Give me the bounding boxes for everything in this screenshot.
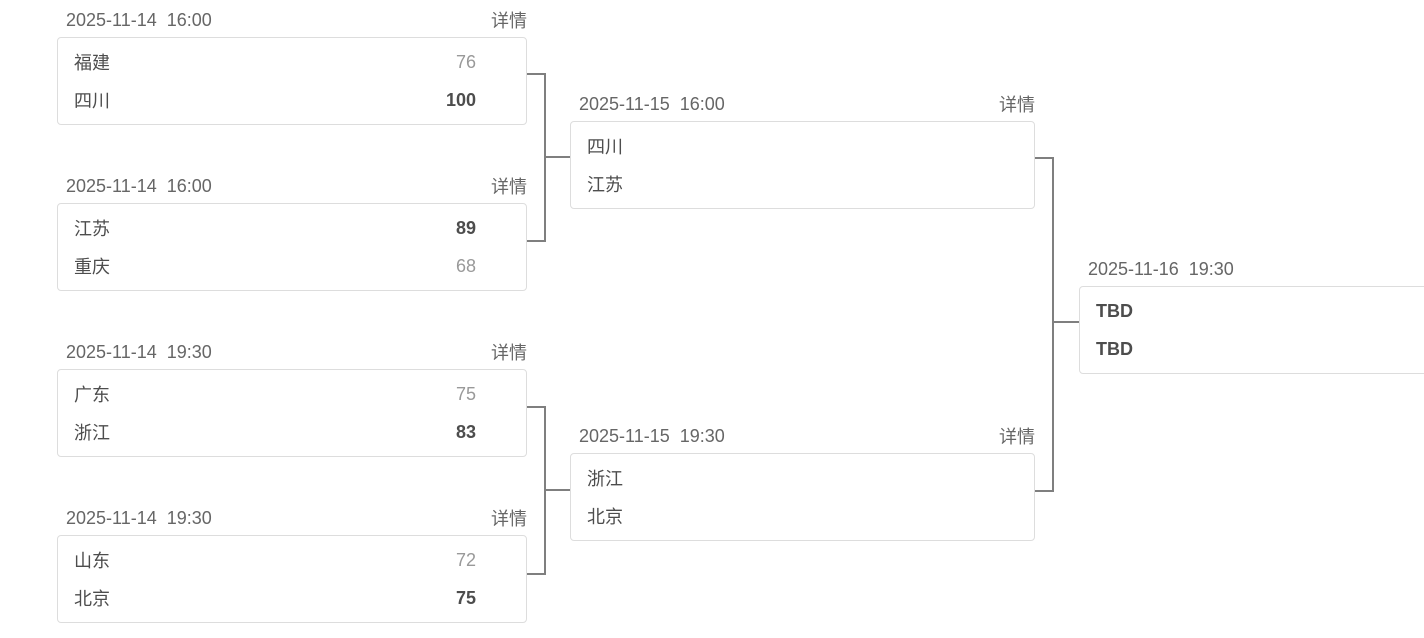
team-row: 北京 75	[58, 579, 526, 617]
bracket-connector-line	[527, 240, 546, 242]
match-card: 四川 江苏	[570, 121, 1035, 209]
match-round1-4: 2025-11-14 19:30 详情 山东 72 北京 75	[57, 505, 527, 623]
match-datetime: 2025-11-14 16:00	[66, 175, 212, 196]
details-link[interactable]: 详情	[491, 509, 527, 529]
team-row: 江苏 89	[58, 209, 526, 247]
details-link[interactable]: 详情	[999, 427, 1035, 447]
details-link[interactable]: 详情	[491, 177, 527, 197]
match-header: 2025-11-14 16:00 详情	[57, 7, 527, 33]
match-datetime: 2025-11-14 16:00	[66, 9, 212, 30]
match-card: 广东 75 浙江 83	[57, 369, 527, 457]
match-header: 2025-11-16 19:30	[1079, 256, 1424, 282]
team-score: 72	[455, 549, 476, 570]
match-round1-2: 2025-11-14 16:00 详情 江苏 89 重庆 68	[57, 173, 527, 291]
match-datetime: 2025-11-14 19:30	[66, 507, 212, 528]
details-link[interactable]: 详情	[999, 95, 1035, 115]
team-name: 四川	[587, 137, 623, 157]
team-row: 山东 72	[58, 541, 526, 579]
team-row: 福建 76	[58, 43, 526, 81]
team-score: 75	[455, 383, 476, 404]
bracket-connector-line	[1054, 321, 1079, 323]
team-name: 江苏	[587, 175, 623, 195]
bracket-connector-line	[544, 73, 546, 242]
team-row: 四川 100	[58, 81, 526, 119]
match-header: 2025-11-14 19:30 详情	[57, 339, 527, 365]
bracket-connector-line	[544, 406, 546, 575]
bracket-connector-line	[1052, 157, 1054, 492]
match-datetime: 2025-11-14 19:30	[66, 341, 212, 362]
bracket-connector-line	[546, 156, 570, 158]
match-header: 2025-11-14 16:00 详情	[57, 173, 527, 199]
match-semifinal-2: 2025-11-15 19:30 详情 浙江 北京	[570, 423, 1035, 541]
details-link[interactable]: 详情	[491, 11, 527, 31]
team-name: 广东	[74, 385, 110, 405]
team-row: 重庆 68	[58, 247, 526, 285]
team-name: 四川	[74, 91, 110, 111]
match-card: 山东 72 北京 75	[57, 535, 527, 623]
team-row: TBD	[1080, 330, 1424, 368]
team-name: 北京	[74, 589, 110, 609]
match-card: TBD TBD	[1079, 286, 1424, 374]
team-row: 四川	[571, 127, 1034, 165]
match-round1-1: 2025-11-14 16:00 详情 福建 76 四川 100	[57, 7, 527, 125]
match-card: 江苏 89 重庆 68	[57, 203, 527, 291]
match-datetime: 2025-11-15 16:00	[579, 93, 725, 114]
bracket-connector-line	[527, 406, 546, 408]
team-name: 浙江	[587, 469, 623, 489]
team-name: 北京	[587, 507, 623, 527]
match-header: 2025-11-14 19:30 详情	[57, 505, 527, 531]
bracket-connector-line	[527, 73, 546, 75]
team-name: 江苏	[74, 219, 110, 239]
team-row: 广东 75	[58, 375, 526, 413]
team-score: 76	[455, 51, 476, 72]
match-datetime: 2025-11-15 19:30	[579, 425, 725, 446]
bracket-connector-line	[1035, 490, 1054, 492]
bracket-connector-line	[1035, 157, 1054, 159]
team-row: 江苏	[571, 165, 1034, 203]
match-header: 2025-11-15 19:30 详情	[570, 423, 1035, 449]
match-round1-3: 2025-11-14 19:30 详情 广东 75 浙江 83	[57, 339, 527, 457]
team-score: 100	[445, 89, 476, 110]
team-row: 浙江 83	[58, 413, 526, 451]
team-score: 68	[455, 255, 476, 276]
match-semifinal-1: 2025-11-15 16:00 详情 四川 江苏	[570, 91, 1035, 209]
team-row: TBD	[1080, 292, 1424, 330]
team-name: 福建	[74, 53, 110, 73]
match-final: 2025-11-16 19:30 TBD TBD	[1079, 256, 1424, 374]
team-name: 浙江	[74, 423, 110, 443]
team-name: 山东	[74, 551, 110, 571]
team-score: 83	[455, 421, 476, 442]
match-card: 福建 76 四川 100	[57, 37, 527, 125]
team-name: TBD	[1096, 300, 1133, 321]
team-score: 89	[455, 217, 476, 238]
team-score: 75	[455, 587, 476, 608]
team-row: 北京	[571, 497, 1034, 535]
bracket-connector-line	[527, 573, 546, 575]
team-name: 重庆	[74, 257, 110, 277]
match-datetime: 2025-11-16 19:30	[1088, 258, 1234, 279]
details-link[interactable]: 详情	[491, 343, 527, 363]
bracket-connector-line	[546, 489, 570, 491]
match-header: 2025-11-15 16:00 详情	[570, 91, 1035, 117]
match-card: 浙江 北京	[570, 453, 1035, 541]
team-name: TBD	[1096, 338, 1133, 359]
team-row: 浙江	[571, 459, 1034, 497]
